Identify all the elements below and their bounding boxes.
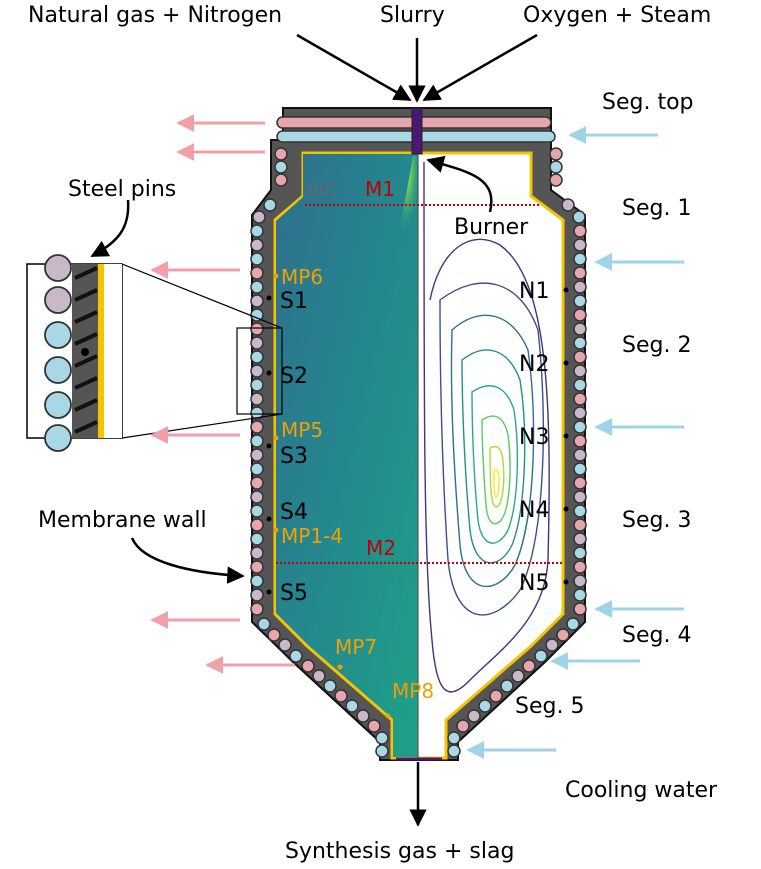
membrane-wall-pointer: [130, 537, 245, 584]
label-seg-top: Seg. top: [602, 90, 694, 115]
zoom-connector-top: [121, 263, 283, 329]
label-natural-gas: Natural gas + Nitrogen: [28, 3, 282, 28]
steel-pins-pointer: [90, 199, 130, 258]
temperature-field: [276, 154, 418, 757]
measurement-dots: [273, 273, 391, 719]
label-n1: N1: [519, 279, 549, 304]
label-mp6: MP6: [281, 265, 323, 289]
zoom-region: [236, 327, 283, 415]
streamlines: [423, 161, 550, 693]
sensor-dots: [266, 287, 569, 595]
label-steel-pins: Steel pins: [68, 177, 176, 202]
label-s4: S4: [280, 500, 308, 525]
label-n3: N3: [519, 425, 549, 450]
label-slurry: Slurry: [380, 3, 445, 28]
zoom-inset: [26, 254, 123, 452]
label-m2: M2: [366, 536, 396, 560]
label-seg-1: Seg. 1: [622, 196, 691, 221]
label-mp7: MP7: [335, 635, 377, 659]
label-n2: N2: [519, 352, 549, 377]
label-oxygen: Oxygen + Steam: [523, 3, 711, 28]
label-seg-3: Seg. 3: [622, 508, 691, 533]
flame-plume: [392, 156, 418, 263]
hot-water-arrows: [150, 114, 295, 674]
label-s1: S1: [280, 289, 308, 314]
cold-water-arrows: [466, 126, 684, 759]
label-seg-2: Seg. 2: [622, 333, 691, 358]
label-synthesis-gas: Synthesis gas + slag: [285, 839, 514, 864]
label-s2: S2: [280, 364, 308, 389]
label-mp1-4: MP1-4: [281, 524, 343, 548]
burner-pointer: [426, 155, 493, 213]
label-m1: M1: [365, 177, 395, 201]
zoom-connector-bottom: [121, 413, 283, 439]
label-membrane-wall: Membrane wall: [38, 508, 207, 533]
membrane-pipes: [250, 147, 587, 758]
label-s5: S5: [280, 581, 308, 606]
label-seg-4: Seg. 4: [622, 623, 691, 648]
inlet-arrow-oxygen: [422, 33, 538, 102]
label-s3: S3: [280, 444, 308, 469]
label-n5: N5: [519, 571, 549, 596]
burner-lance: [411, 107, 423, 155]
label-n4: N4: [519, 498, 549, 523]
label-mp8: MP8: [392, 679, 434, 703]
label-sic: SiC: [307, 179, 338, 201]
inlet-arrow-gas: [296, 33, 412, 102]
label-cooling-water: Cooling water: [565, 778, 718, 803]
label-seg-5: Seg. 5: [515, 694, 584, 719]
label-burner: Burner: [454, 215, 529, 240]
label-mp5: MP5: [281, 418, 323, 442]
